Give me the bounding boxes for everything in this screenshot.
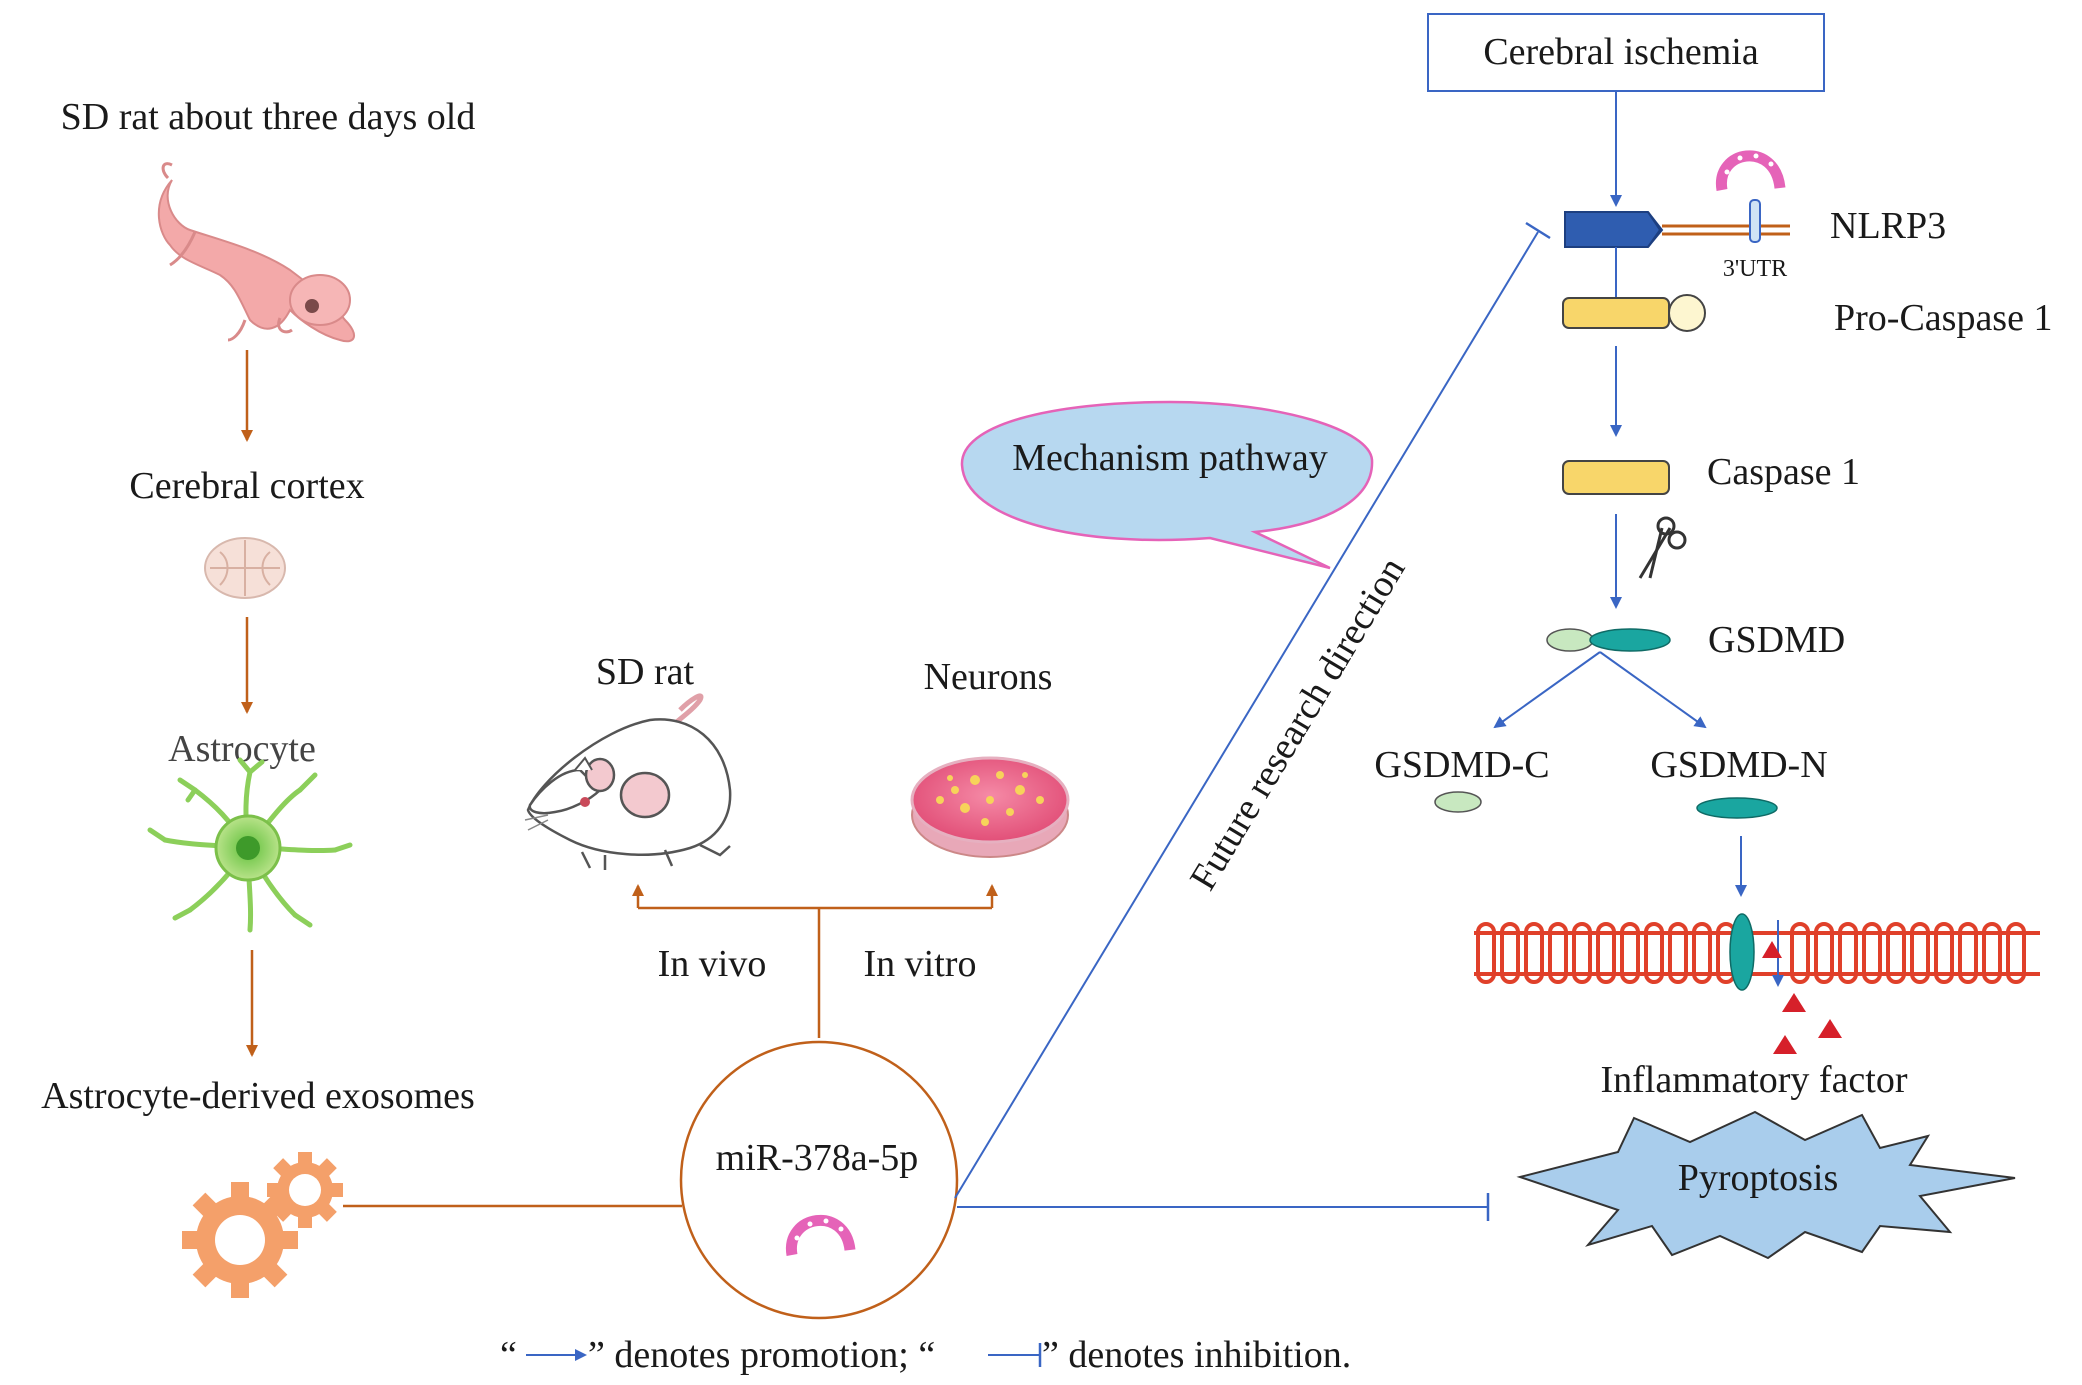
caspase-label: Caspase 1 (1707, 451, 1860, 493)
neurons-label: Neurons (924, 656, 1053, 698)
nlrp3-icon (1564, 199, 1790, 248)
utr-label: 3'UTR (1723, 256, 1787, 282)
gsdmd-label: GSDMD (1708, 619, 1845, 661)
future-research-inhibit-bar (1525, 221, 1551, 240)
lipid-unit (1692, 922, 1712, 984)
future-research-line (954, 231, 1539, 1199)
pro-caspase-label: Pro-Caspase 1 (1834, 297, 2052, 339)
gsdmd-n-label: GSDMD-N (1650, 744, 1827, 786)
brain-icon (204, 537, 286, 599)
lipid-unit (1982, 922, 2002, 984)
in-vivo-label: In vivo (658, 943, 767, 985)
lipid-unit (1476, 922, 1496, 984)
scissors-icon (1638, 516, 1687, 579)
in-vivo-vitro-branch (632, 884, 998, 1038)
white-rat-icon (524, 693, 732, 870)
nlrp3-label: NLRP3 (1830, 205, 1946, 247)
pyroptosis-burst (1516, 1110, 2016, 1260)
gsdmd-icon (1546, 628, 1671, 652)
gsdmd-c-label: GSDMD-C (1374, 744, 1549, 786)
lipid-unit (1910, 922, 1930, 984)
cerebral-cortex-label: Cerebral cortex (129, 465, 364, 507)
gsdmd-c-icon (1434, 791, 1482, 813)
in-vitro-label: In vitro (864, 943, 977, 985)
lipid-unit (1572, 922, 1592, 984)
lipid-unit (1814, 922, 1834, 984)
sd-rat-label: SD rat (596, 651, 695, 693)
exosome-gears-icon (182, 1152, 343, 1298)
lipid-unit (1790, 922, 1810, 984)
astrocyte-icon (147, 757, 353, 933)
ischemia-box (1427, 13, 1825, 92)
nlrp3-mirna-icon (1716, 150, 1786, 191)
lipid-unit (1862, 922, 1882, 984)
lipid-unit (1548, 922, 1568, 984)
membrane-pore (1729, 913, 1755, 991)
inflammatory-factor-label: Inflammatory factor (1600, 1059, 1907, 1101)
caspase-icon (1562, 460, 1670, 495)
legend-promotion-text: ” denotes promotion; “ (588, 1334, 935, 1376)
exosomes-label: Astrocyte-derived exosomes (41, 1075, 475, 1117)
future-research-label: Future research direction (1182, 550, 1414, 897)
pro-caspase-icon (1562, 294, 1706, 332)
mirna-circle (679, 1040, 959, 1320)
petri-dish-icon (910, 756, 1070, 858)
lipid-unit (1596, 922, 1616, 984)
lipid-unit (1934, 922, 1954, 984)
lipid-unit (1644, 922, 1664, 984)
arrow-gsdmd-to-n (1599, 651, 1707, 729)
mirna-label: miR-378a-5p (716, 1137, 919, 1179)
lipid-unit (1838, 922, 1858, 984)
legend-open-quote: “ (500, 1334, 517, 1376)
lipid-unit (1500, 922, 1520, 984)
lipid-unit (1524, 922, 1544, 984)
legend-inhibition-text: ” denotes inhibition. (1042, 1334, 1351, 1376)
gsdmd-n-icon (1696, 797, 1778, 819)
rat-pup-icon (157, 162, 355, 343)
lipid-unit (1886, 922, 1906, 984)
arrow-gsdmd-to-c (1493, 651, 1601, 729)
cell-membrane (1474, 922, 2040, 984)
lipid-unit (1668, 922, 1688, 984)
ischemia-label: Cerebral ischemia (1483, 31, 1759, 73)
lipid-unit (2006, 922, 2026, 984)
mirna-icon (786, 1214, 856, 1256)
pyroptosis-label: Pyroptosis (1678, 1157, 1838, 1199)
lipid-unit (1620, 922, 1640, 984)
sd-rat-title: SD rat about three days old (61, 96, 476, 138)
inflammatory-triangles-icon (1762, 941, 1842, 1054)
lipid-unit (1958, 922, 1978, 984)
legend: “ ” denotes promotion; “ ” denotes inhib… (500, 1334, 1351, 1376)
mechanism-bubble (960, 400, 1374, 570)
mechanism-pathway-label: Mechanism pathway (1012, 437, 1328, 479)
